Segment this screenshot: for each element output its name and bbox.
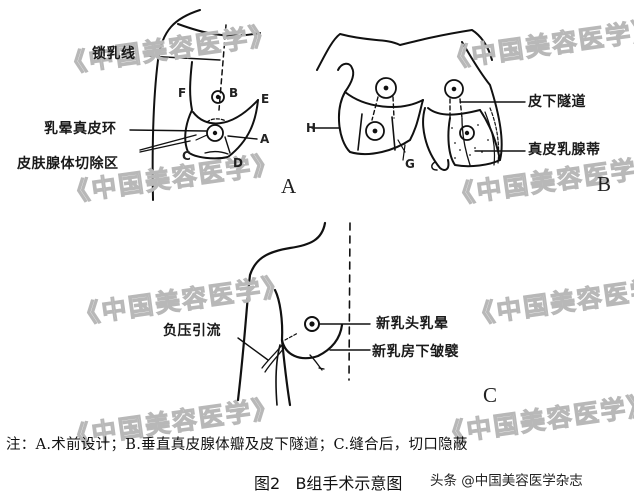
point-label-f: F: [178, 86, 187, 100]
figure-number: 图2: [254, 474, 281, 493]
label-areola-dermal-ring: 乳晕真皮环: [44, 121, 117, 137]
figure-title: B组手术示意图: [295, 474, 403, 493]
point-label-h: H: [306, 121, 317, 135]
point-label-g: G: [405, 157, 415, 171]
label-clavicle-nipple-line: 锁乳线: [92, 46, 136, 62]
point-label-b: B: [229, 86, 239, 100]
panel-label-c: C: [483, 383, 498, 407]
figure-note: 注：A.术前设计；B.垂直真皮腺体瓣及皮下隧道；C.缝合后，切口隐蔽: [6, 437, 468, 453]
panel-label-b: B: [597, 172, 612, 196]
point-label-e: E: [261, 92, 270, 106]
panel-a-drawing: [129, 9, 261, 201]
panel-c-drawing: [236, 221, 371, 407]
source-credit: 头条 @中国美容医学杂志: [430, 473, 583, 489]
label-new-nipple-areola: 新乳头乳晕: [376, 316, 449, 332]
label-dermal-gland-pedicle: 真皮乳腺蒂: [528, 142, 601, 158]
label-excision-zone: 皮肤腺体切除区: [17, 156, 119, 172]
label-new-inframammary-fold: 新乳房下皱襞: [372, 344, 459, 360]
panel-label-a: A: [281, 174, 297, 198]
label-subcutaneous-tunnel: 皮下隧道: [528, 94, 586, 110]
point-label-d: D: [233, 156, 243, 170]
point-label-a: A: [260, 132, 270, 146]
figure-caption: 图2 B组手术示意图: [254, 470, 402, 494]
label-negative-pressure-drainage: 负压引流: [163, 323, 221, 339]
point-label-c: C: [182, 149, 191, 163]
panel-b-drawing: [311, 29, 526, 171]
